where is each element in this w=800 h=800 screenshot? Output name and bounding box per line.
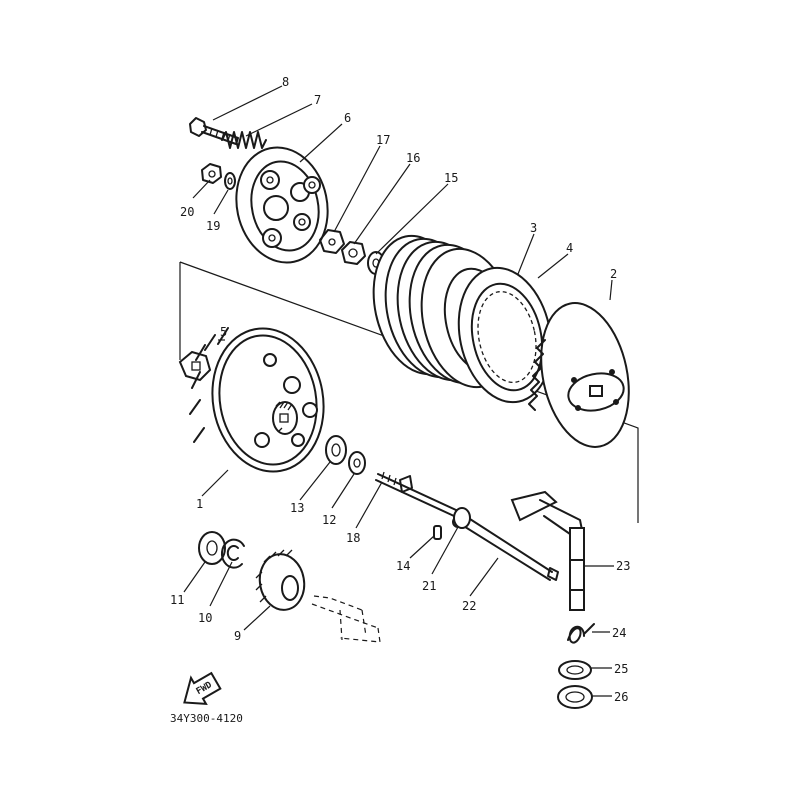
part-11-nut [198,531,226,565]
part-label-5: 5 [220,325,227,339]
part-label-19: 19 [206,219,220,233]
part-label-1: 1 [196,497,203,511]
part-label-25: 25 [614,662,628,676]
fwd-arrow-icon: FWD [183,671,222,705]
part-label-23: 23 [616,559,630,573]
part-22-push-lever-shaft [453,507,559,581]
drawing-code: 34Y300-4120 [170,712,243,725]
leader-lines [183,85,614,697]
part-label-3: 3 [530,221,537,235]
part-10-lock-washer [220,538,245,569]
part-5-thrust-plate [178,350,212,382]
part-label-7: 7 [314,93,321,107]
part-1-clutch-housing [189,327,325,473]
part-label-26: 26 [614,690,628,704]
part-label-16: 16 [406,151,420,165]
part-23-push-lever [510,490,585,611]
part-25-washer [558,660,592,680]
part-label-24: 24 [612,626,626,640]
part-20-nut [201,163,222,184]
part-label-14: 14 [396,559,410,573]
part-label-18: 18 [346,531,360,545]
part-label-10: 10 [198,611,212,625]
part-label-2: 2 [610,267,617,281]
part-14-pin [433,525,442,540]
part-18-push-rod [375,471,457,517]
part-19-washer [224,172,236,190]
part-16-lock-nut [341,241,366,265]
part-8-bolt [189,117,239,145]
part-label-9: 9 [234,629,241,643]
part-24-spring [567,623,595,644]
part-17-pushrod-nut [319,229,345,254]
part-label-15: 15 [444,171,458,185]
part-label-22: 22 [462,599,476,613]
part-label-21: 21 [422,579,436,593]
part-6-pressure-plate [235,146,329,264]
part-label-11: 11 [170,593,184,607]
part-label-20: 20 [180,205,194,219]
part-7-spring [221,131,267,149]
assembly-boundary [179,261,639,523]
part-9-primary-drive-gear [255,549,306,611]
part-label-8: 8 [282,75,289,89]
part-2-clutch-boss [528,302,630,448]
part-label-6: 6 [344,111,351,125]
part-12-washer [348,451,366,475]
part-label-17: 17 [376,133,390,147]
part-label-12: 12 [322,513,336,527]
part-26-oil-seal [557,685,593,709]
crankshaft-outline [311,595,381,643]
part-13-thrust-washer [325,435,347,465]
part-label-13: 13 [290,501,304,515]
part-label-4: 4 [566,241,573,255]
